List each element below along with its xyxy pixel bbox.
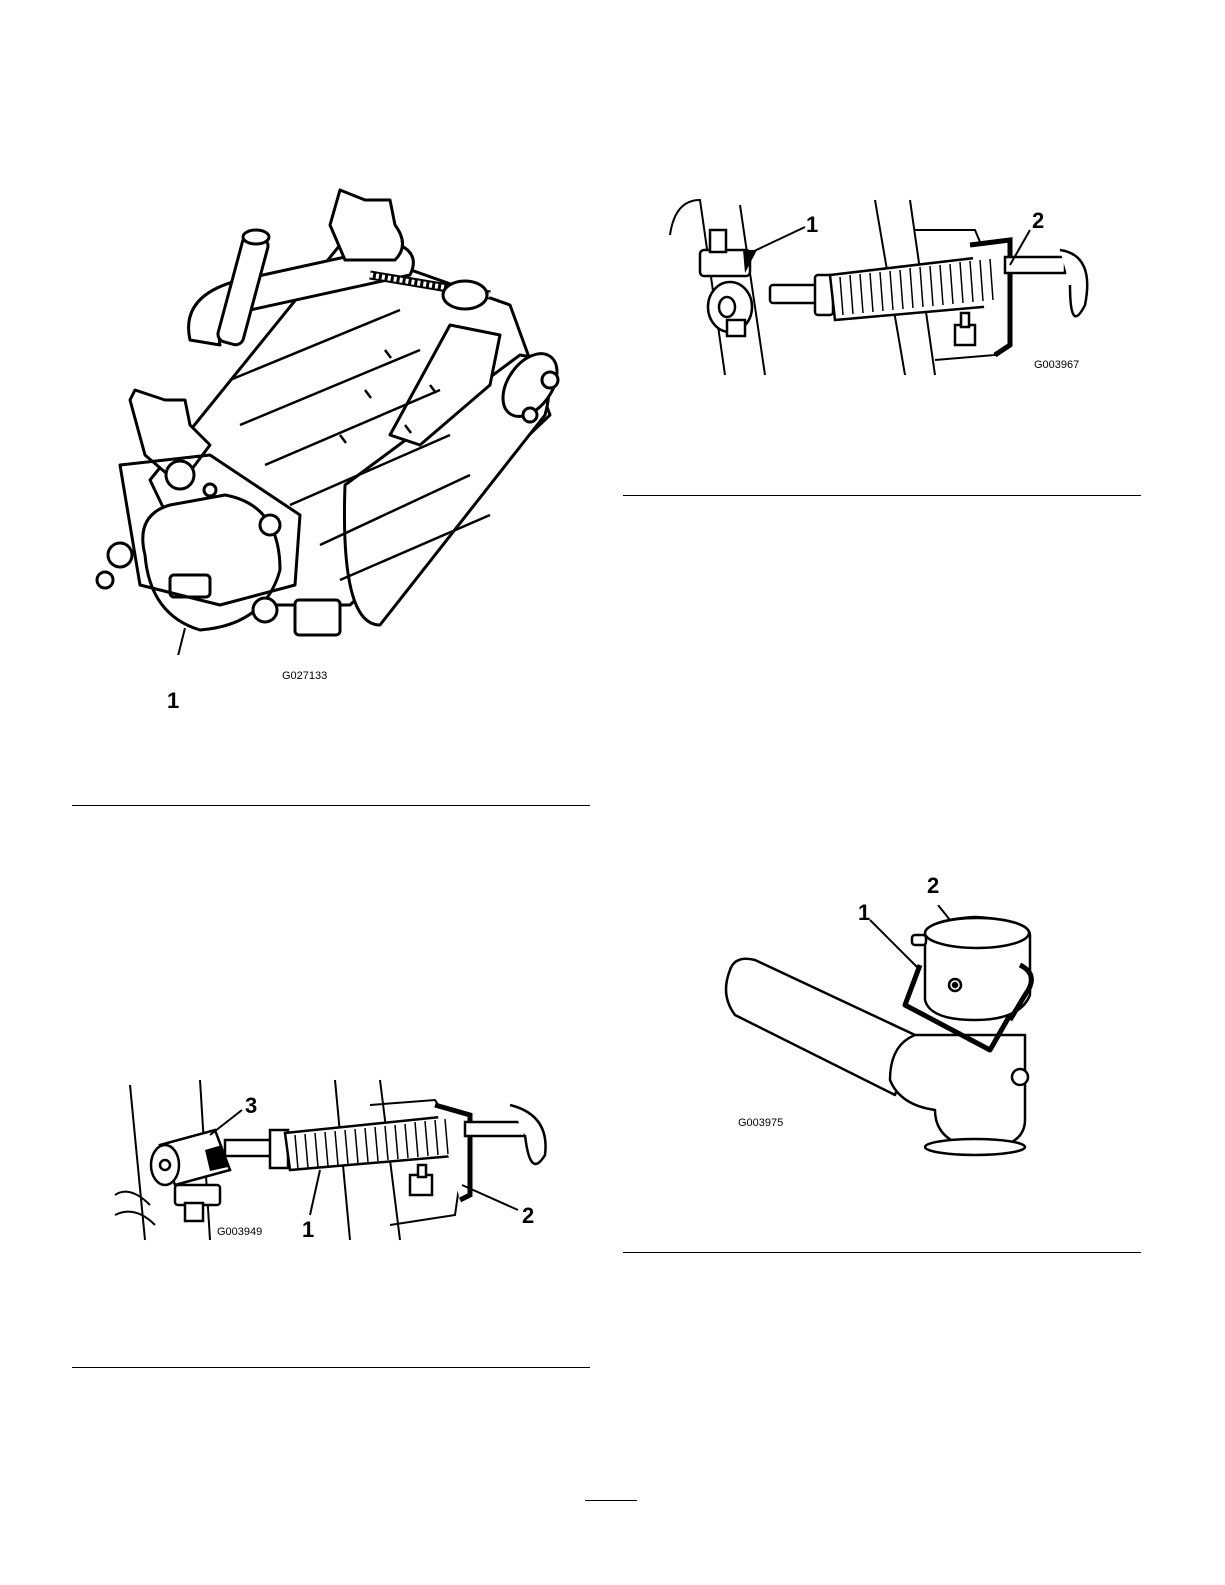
adjuster-top-illustration	[665, 195, 1095, 380]
figure-3-id: G003949	[217, 1226, 262, 1238]
figure-adjuster-top	[665, 195, 1095, 380]
figure-adjuster-bottom	[110, 1075, 555, 1245]
figure-2-divider	[623, 495, 1141, 496]
figure-4-callout-1: 1	[858, 902, 870, 924]
figure-2-id: G003967	[1034, 359, 1079, 371]
figure-2-callout-2: 2	[1032, 210, 1044, 232]
figure-cutting-unit	[90, 185, 580, 655]
figure-3-callout-1: 1	[302, 1219, 314, 1241]
figure-4-id: G003975	[738, 1117, 783, 1129]
figure-1-divider	[72, 805, 590, 806]
figure-4-divider	[623, 1252, 1141, 1253]
adjuster-bottom-illustration	[110, 1075, 555, 1245]
page-footer-rule	[585, 1500, 637, 1501]
figure-2-callout-1: 1	[806, 214, 818, 236]
figure-4-callout-2: 2	[927, 875, 939, 897]
figure-3-callout-2: 2	[522, 1205, 534, 1227]
figure-1-callout-1: 1	[167, 690, 179, 712]
cutting-unit-illustration	[90, 185, 580, 655]
figure-3-callout-3: 3	[245, 1095, 257, 1117]
figure-1-id: G027133	[282, 670, 327, 682]
figure-3-divider	[72, 1367, 590, 1368]
